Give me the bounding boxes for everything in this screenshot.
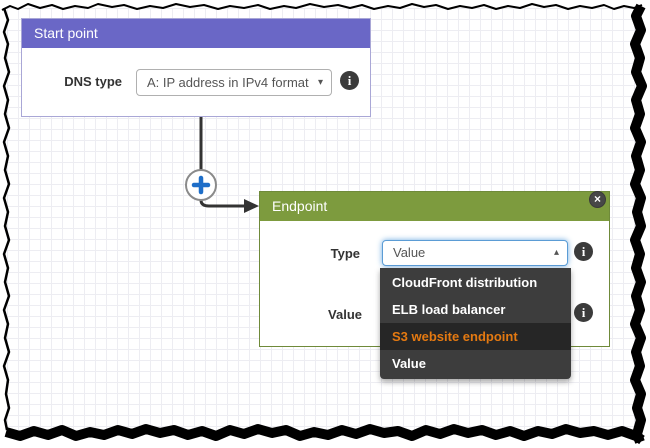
menu-item-cloudfront[interactable]: CloudFront distribution — [392, 275, 538, 290]
menu-item-elb[interactable]: ELB load balancer — [392, 302, 506, 317]
close-icon[interactable]: × — [589, 191, 606, 208]
start-point-header: Start point — [22, 19, 370, 48]
value-label: Value — [328, 307, 362, 322]
endpoint-title: Endpoint — [272, 198, 328, 214]
dns-type-select[interactable]: A: IP address in IPv4 format ▾ — [136, 69, 332, 96]
type-info-icon[interactable]: i — [574, 242, 593, 261]
menu-item-value[interactable]: Value — [392, 356, 426, 371]
start-point-box: Start point — [21, 18, 371, 117]
chevron-down-icon: ▾ — [317, 77, 323, 88]
type-select[interactable]: Value ▴ — [382, 240, 568, 266]
menu-item-s3[interactable]: S3 website endpoint — [380, 323, 571, 350]
dns-type-label: DNS type — [64, 74, 122, 89]
dns-type-selected-value: A: IP address in IPv4 format — [147, 75, 309, 90]
endpoint-header: Endpoint — [260, 192, 609, 221]
chevron-up-icon: ▴ — [553, 247, 559, 258]
type-dropdown-menu: CloudFront distribution ELB load balance… — [380, 268, 571, 379]
add-node-button[interactable] — [185, 169, 217, 201]
value-info-icon[interactable]: i — [574, 303, 593, 322]
start-point-title: Start point — [34, 25, 98, 41]
type-label: Type — [330, 246, 360, 261]
plus-icon — [191, 175, 211, 195]
type-selected-value: Value — [393, 245, 426, 260]
dns-type-info-icon[interactable]: i — [340, 71, 359, 90]
